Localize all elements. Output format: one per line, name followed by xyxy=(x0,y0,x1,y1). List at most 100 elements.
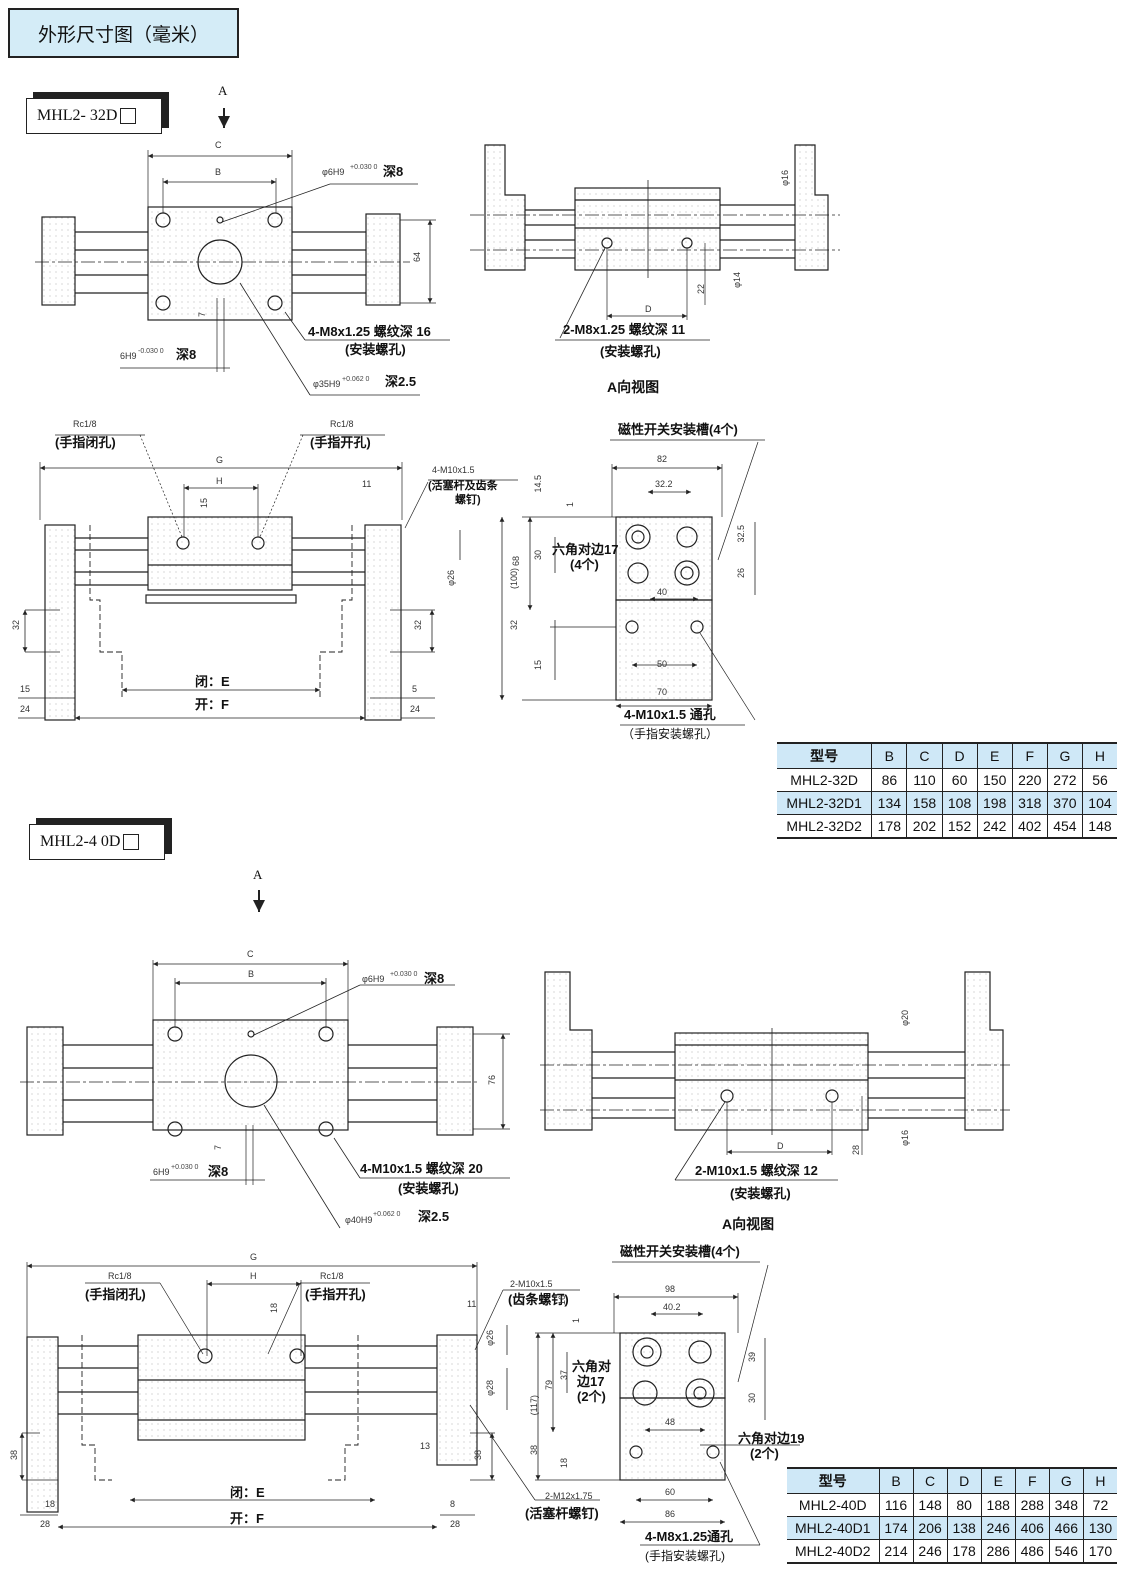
header-D: D xyxy=(946,1467,982,1494)
header-model: 型号 xyxy=(787,1467,880,1494)
cell: MHL2-40D1 xyxy=(787,1516,880,1540)
slot: 6H9 xyxy=(120,351,137,361)
dim-68: 68 xyxy=(511,556,521,567)
rack-screws: 2-M10x1.5 xyxy=(510,1279,553,1289)
cell: 86 xyxy=(871,768,908,792)
dim-24-right: 24 xyxy=(410,704,421,714)
close-E: 闭：E xyxy=(195,674,230,689)
header-B: B xyxy=(878,1467,914,1494)
dim-11: 11 xyxy=(362,479,372,489)
dim-40: 40 xyxy=(657,587,668,597)
dim-76: 76 xyxy=(487,1075,497,1086)
cell: 108 xyxy=(941,791,978,815)
finger-close-port: (手指闭孔) xyxy=(85,1287,146,1302)
slot-depth: 深8 xyxy=(208,1164,229,1179)
close-E: 闭：E xyxy=(230,1485,265,1500)
cell: 116 xyxy=(878,1493,914,1517)
side-mount-note: (安装螺孔) xyxy=(600,344,661,359)
finger-holes: 4-M8x1.25通孔 xyxy=(645,1529,734,1544)
open-F: 开：F xyxy=(230,1511,264,1526)
rod-screws: 4-M10x1.5 xyxy=(432,465,475,475)
page-title: 外形尺寸图（毫米） xyxy=(8,8,239,58)
header-F: F xyxy=(1014,1467,1050,1494)
dim-d16: φ16 xyxy=(900,1130,910,1146)
dim-79: 79 xyxy=(544,1380,554,1391)
cell: 486 xyxy=(1014,1539,1050,1564)
pin-depth: 深8 xyxy=(424,971,445,986)
header-C: C xyxy=(906,742,943,769)
slot: 6H9 xyxy=(153,1167,170,1177)
cell: 402 xyxy=(1011,814,1048,839)
cell: 242 xyxy=(976,814,1013,839)
dim-7: 7 xyxy=(197,312,207,318)
port-rc-right: Rc1/8 xyxy=(320,1271,344,1281)
dim-d26: φ26 xyxy=(446,570,456,586)
slot-depth: 深8 xyxy=(176,347,197,362)
piston-screws-note: (活塞杆螺钉) xyxy=(525,1506,599,1521)
mount-note: (安装螺孔) xyxy=(398,1181,459,1196)
cell: MHL2-32D2 xyxy=(777,814,873,839)
view-arrow-label: A xyxy=(218,83,228,98)
dim-d20: φ20 xyxy=(900,1010,910,1026)
finger-holes-note: (手指安装螺孔) xyxy=(645,1549,725,1563)
piston-screws: 2-M12x1.75 xyxy=(545,1491,593,1501)
finger-holes-note: （手指安装螺孔） xyxy=(622,727,719,741)
dim-8: 8 xyxy=(450,1499,456,1509)
dim-32-5: 32.5 xyxy=(736,525,746,543)
cell: 318 xyxy=(1011,791,1048,815)
port-rc-left: Rc1/8 xyxy=(73,419,97,429)
bore: φ35H9 xyxy=(313,379,341,389)
dim-15-bottom: 15 xyxy=(20,684,31,694)
s32-end-view xyxy=(499,439,765,726)
dim-32: 32 xyxy=(509,620,519,631)
dim-11: 11 xyxy=(467,1299,477,1309)
dim-100: (100) xyxy=(509,568,519,590)
hex17-line2: 边17 xyxy=(577,1374,605,1389)
cell: 246 xyxy=(912,1539,948,1564)
dim-H: H xyxy=(216,476,223,486)
cell: 134 xyxy=(871,791,908,815)
side-mount-thread: 2-M10x1.5 螺纹深 12 xyxy=(695,1163,818,1178)
cell: 138 xyxy=(946,1516,982,1540)
cell: 546 xyxy=(1048,1539,1084,1564)
s32-front-view xyxy=(18,434,518,721)
dim-18: 18 xyxy=(559,1458,569,1469)
dim-38: 38 xyxy=(529,1445,539,1456)
port-rc-left: Rc1/8 xyxy=(108,1271,132,1281)
pin-hole: φ6H9 xyxy=(362,974,385,984)
side-mount-thread: 2-M8x1.25 螺纹深 11 xyxy=(563,322,686,337)
header-C: C xyxy=(912,1467,948,1494)
model-label-text: MHL2-4 0D xyxy=(40,833,121,850)
slot-tolerance: -0.030 0 xyxy=(138,348,164,355)
header-E: E xyxy=(976,742,1013,769)
cell: 60 xyxy=(941,768,978,792)
header-H: H xyxy=(1081,742,1117,769)
dim-32-right: 32 xyxy=(413,620,423,631)
cell: 188 xyxy=(980,1493,1016,1517)
dim-d28: φ28 xyxy=(485,1380,495,1396)
cell: 198 xyxy=(976,791,1013,815)
s32-side-view xyxy=(470,144,840,341)
cell: 104 xyxy=(1081,791,1117,815)
pin-tolerance: +0.030 0 xyxy=(390,971,418,978)
view-caption: A向视图 xyxy=(607,379,660,395)
variant-box-icon xyxy=(123,834,140,850)
dim-C: C xyxy=(247,949,254,959)
table-header-row: 型号 B C D E F G H xyxy=(777,742,1117,769)
dim-28-left: 28 xyxy=(40,1519,51,1529)
cell: 150 xyxy=(976,768,1013,792)
dim-7: 7 xyxy=(213,1145,223,1151)
dim-39: 39 xyxy=(747,1352,757,1363)
s40-top-view xyxy=(20,890,510,1229)
table-header-row: 型号 B C D E F G H xyxy=(787,1467,1117,1494)
model-label-32: MHL2- 32D xyxy=(26,98,162,134)
bore-depth: 深2.5 xyxy=(418,1209,450,1224)
s40-side-view xyxy=(540,971,1010,1181)
dim-28-right: 28 xyxy=(450,1519,461,1529)
cell: 56 xyxy=(1081,768,1117,792)
